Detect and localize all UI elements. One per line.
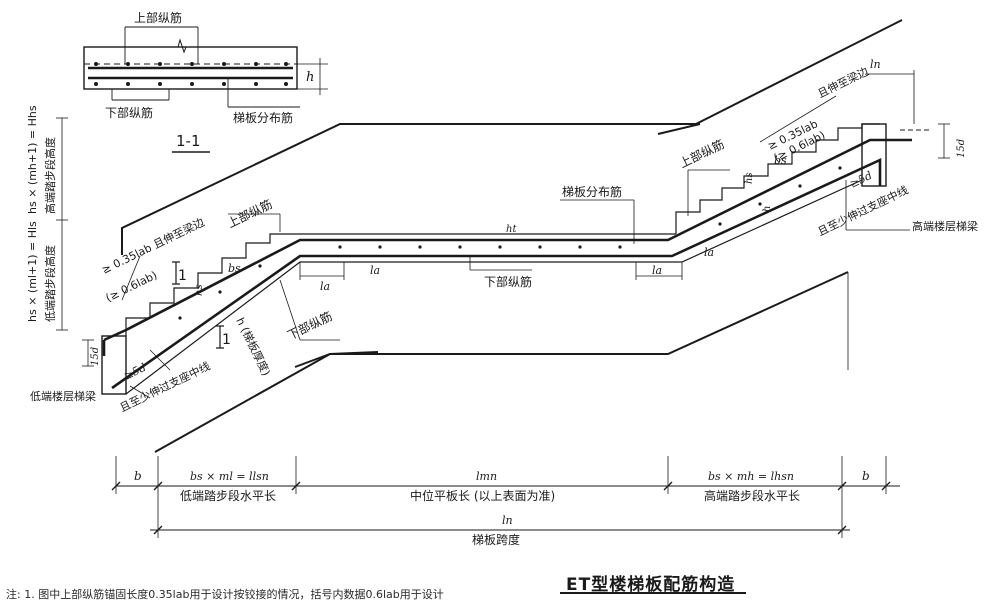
upper-bar-left-label: 上部纵筋 [225, 196, 275, 231]
high-steps [675, 123, 880, 234]
upper-bar [103, 138, 912, 342]
ht-label: ht [506, 224, 517, 235]
thickness-label: h (梯板厚度) [233, 315, 273, 378]
labels: ≥ 0.35lab 且伸至梁边 (≥ 0.6lab) ≥ 0.35lab (≥ … [30, 58, 978, 415]
left-height-formula: hs × (ml+1) = Hls [26, 221, 39, 322]
leaders [82, 70, 950, 399]
reinforcement [102, 129, 930, 390]
section-bottom-label: 下部纵筋 [105, 105, 153, 120]
cut-mark-upper: 1 [178, 268, 187, 284]
anchor-left-line1: ≥ 0.35lab 且伸至梁边 [99, 215, 206, 277]
dimension-chains: b b bs × ml = llsn 低端踏步段水平长 lmn 中位平板长 (以… [111, 456, 900, 547]
dim-seg1-top: bs × ml = llsn [190, 470, 269, 483]
right-height-formula: hs × (mh+1) = Hhs [26, 105, 39, 214]
upper-kink [657, 123, 701, 135]
left-height-desc: 低端踏步段高度 [43, 245, 57, 322]
la-right: la [652, 264, 662, 277]
dim-seg3-top: bs × mh = lhsn [708, 470, 794, 483]
hs-right: hs [744, 172, 755, 184]
bs-left: bs [228, 262, 241, 275]
cut-mark-lower: 1 [222, 332, 231, 348]
footnote: 注: 1. 图中上部纵筋锚固长度0.35lab用于设计按铰接的情况，括号内数据0… [6, 588, 444, 601]
section-dist-label: 梯板分布筋 [233, 110, 293, 125]
dim-seg2-top: lmn [476, 470, 497, 483]
d15-left: 15d [90, 347, 101, 366]
dim-seg1-bottom: 低端踏步段水平长 [180, 488, 276, 503]
anchor-right-line3: 且伸至梁边 [815, 64, 871, 101]
d15-right: 15d [956, 139, 967, 158]
right-height-desc: 高端踏步段高度 [43, 137, 57, 214]
break-mark [177, 38, 187, 54]
la-right2: la [704, 246, 714, 259]
high-beam-label: 高端楼层梯梁 [912, 219, 978, 233]
lower-kink [294, 351, 379, 368]
distribution-bar-label: 梯板分布筋 [562, 184, 622, 199]
upper-boundary [121, 19, 903, 255]
left-height-annotation: hs × (mh+1) = Hhs 高端踏步段高度 hs × (ml+1) = … [26, 105, 68, 331]
la-left2: la [370, 264, 380, 277]
dim-span-top: ln [502, 514, 513, 527]
h-right: h [762, 206, 773, 212]
section-top-label: 上部纵筋 [134, 10, 182, 25]
high-beam [861, 123, 887, 187]
low-beam-label: 低端楼层梯梁 [30, 389, 96, 403]
anchor-left-line2: (≥ 0.6lab) [104, 269, 160, 305]
section-dots [94, 62, 288, 86]
section-cut-label: 1-1 [176, 132, 201, 150]
section-h-label: h [306, 70, 314, 85]
low-steps [125, 233, 296, 336]
dim-seg3-bottom: 高端踏步段水平长 [704, 488, 800, 503]
title-underline [560, 592, 746, 594]
lower-boundary [154, 271, 849, 453]
lower-bar [111, 157, 882, 390]
section-outline [83, 46, 298, 90]
distribution-dots [178, 166, 842, 320]
lower-bar-mid-label: 下部纵筋 [484, 274, 532, 289]
drawing-title: ET型楼梯板配筋构造 [566, 575, 736, 595]
bs-right: bs [774, 154, 787, 167]
stair-outline [121, 19, 903, 453]
dim-b-left: b [134, 469, 142, 483]
dim-seg2-bottom: 中位平板长 (以上表面为准) [410, 488, 555, 503]
hs-left: hs [194, 284, 205, 296]
section-1-1: 上部纵筋 下部纵筋 梯板分布筋 h 1-1 [83, 10, 328, 153]
ln-right-label: ln [870, 58, 881, 71]
lower-bar-left-label: 下部纵筋 [285, 308, 335, 343]
dim-span-bottom: 梯板跨度 [472, 532, 520, 547]
la-left: la [320, 280, 330, 293]
upper-bar-right-label: 上部纵筋 [677, 136, 727, 171]
dim-b-right: b [862, 469, 870, 483]
slab-bottom [125, 179, 863, 395]
